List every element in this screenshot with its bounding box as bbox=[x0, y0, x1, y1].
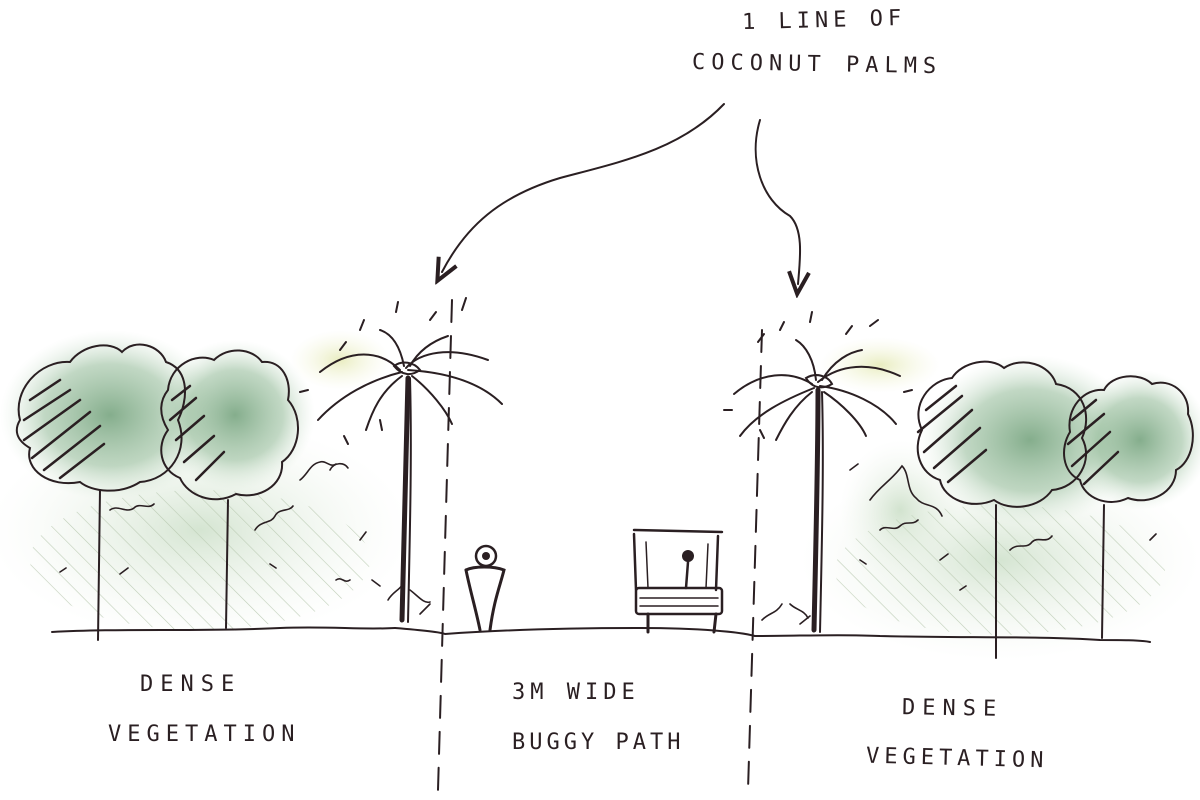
pedestrian-icon bbox=[464, 544, 506, 632]
palms-annotation-line-1: 1 LINE OF bbox=[741, 5, 907, 36]
right-vegetation bbox=[800, 337, 1200, 660]
left-vegetation bbox=[0, 330, 410, 641]
deciduous-tree-icon bbox=[916, 360, 1088, 659]
deciduous-tree-icon bbox=[160, 349, 300, 629]
arrow-icon bbox=[442, 103, 725, 272]
left-label-line-1: DENSE bbox=[140, 672, 242, 697]
path-boundary-lines bbox=[437, 299, 763, 791]
deciduous-tree-icon bbox=[1063, 375, 1194, 639]
right-label-line-2: VEGETATION bbox=[865, 743, 1049, 774]
coconut-palm-icon bbox=[723, 311, 913, 633]
golf-buggy-icon bbox=[632, 528, 724, 634]
center-label-line-2: BUGGY PATH bbox=[512, 730, 685, 755]
palms-annotation-line-2: COCONUT PALMS bbox=[691, 49, 943, 80]
coconut-palm-icon bbox=[299, 297, 503, 623]
deciduous-tree-icon bbox=[15, 343, 187, 641]
right-label-line-1: DENSE bbox=[901, 695, 1004, 722]
center-label-line-1: 3M WIDE bbox=[512, 680, 640, 705]
arrow-icon bbox=[754, 119, 800, 284]
left-label-line-2: VEGETATION bbox=[108, 722, 301, 747]
